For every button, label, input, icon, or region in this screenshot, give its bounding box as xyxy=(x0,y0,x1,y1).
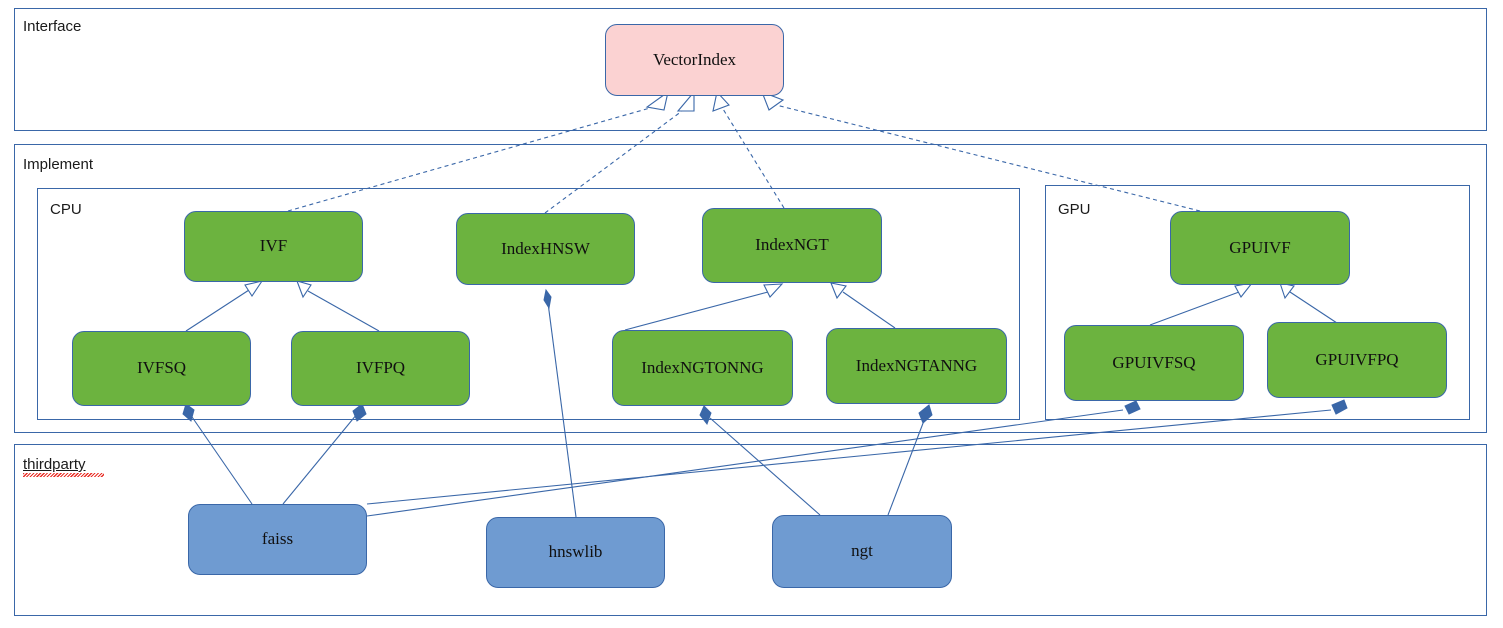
node-ivf[interactable]: IVF xyxy=(184,211,363,282)
node-indexngtanng[interactable]: IndexNGTANNG xyxy=(826,328,1007,404)
node-vectorindex[interactable]: VectorIndex xyxy=(605,24,784,96)
node-gpuivf[interactable]: GPUIVF xyxy=(1170,211,1350,285)
group-gpu-label: GPU xyxy=(1058,201,1091,218)
node-gpuivfpq[interactable]: GPUIVFPQ xyxy=(1267,322,1447,398)
group-interface-label: Interface xyxy=(23,18,82,35)
group-interface xyxy=(14,8,1487,131)
group-implement-label: Implement xyxy=(23,156,94,173)
node-indexngtonng[interactable]: IndexNGTONNG xyxy=(612,330,793,406)
node-faiss[interactable]: faiss xyxy=(188,504,367,575)
group-cpu xyxy=(37,188,1020,420)
group-thirdparty xyxy=(14,444,1487,616)
node-indexngt[interactable]: IndexNGT xyxy=(702,208,882,283)
node-ivfpq[interactable]: IVFPQ xyxy=(291,331,470,406)
group-thirdparty-label: thirdparty xyxy=(23,456,86,473)
group-gpu xyxy=(1045,185,1470,420)
node-hnswlib[interactable]: hnswlib xyxy=(486,517,665,588)
node-indexhnsw[interactable]: IndexHNSW xyxy=(456,213,635,285)
group-cpu-label: CPU xyxy=(50,201,82,218)
node-ivfsq[interactable]: IVFSQ xyxy=(72,331,251,406)
node-gpuivfsq[interactable]: GPUIVFSQ xyxy=(1064,325,1244,401)
group-implement xyxy=(14,144,1487,433)
spellcheck-squiggle-icon xyxy=(23,473,104,477)
node-ngt[interactable]: ngt xyxy=(772,515,952,588)
